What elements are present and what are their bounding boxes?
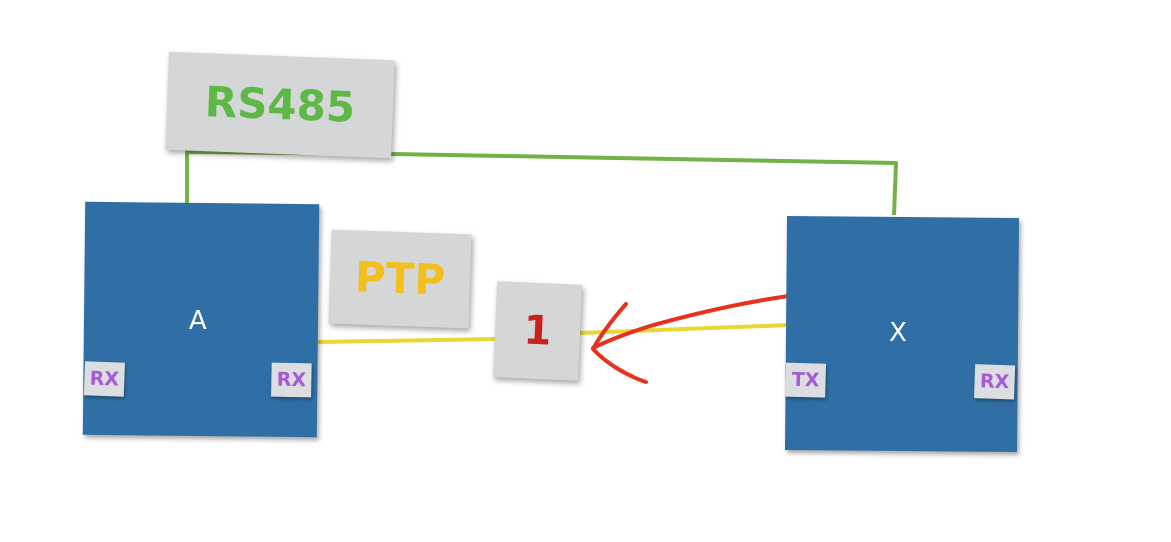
- ptp-wire: [317, 323, 791, 344]
- node-a-port-left: RX: [83, 361, 125, 397]
- rs485-wire: [185, 150, 898, 216]
- arrow-head: [591, 302, 648, 384]
- node-a: A RX RX: [82, 201, 320, 438]
- node-x-port-rx: RX: [974, 364, 1016, 400]
- ptp-label: PTP: [354, 252, 446, 305]
- marker-card: 1: [492, 281, 583, 381]
- node-x: X TX RX: [784, 215, 1020, 453]
- node-a-port-right: RX: [271, 362, 312, 398]
- rs485-label-card: RS485: [165, 51, 395, 159]
- rs485-label: RS485: [203, 77, 357, 132]
- node-x-port-tx: TX: [785, 362, 827, 398]
- node-x-name: X: [888, 317, 907, 349]
- arrow-shaft: [591, 290, 824, 350]
- node-a-name: A: [188, 305, 207, 337]
- marker-label: 1: [522, 307, 553, 355]
- ptp-label-card: PTP: [328, 229, 472, 329]
